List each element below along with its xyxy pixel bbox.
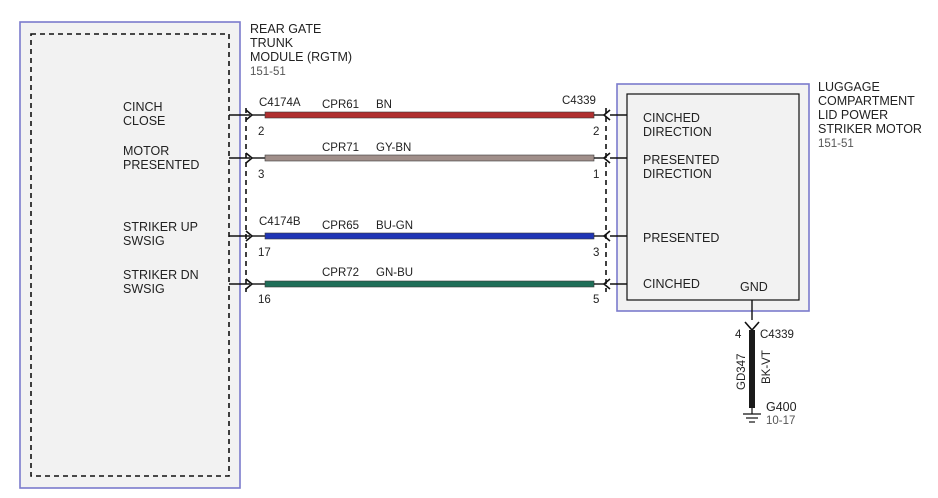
wire-0-right-pin: 2: [593, 126, 599, 138]
rgtm-pin-label-motor-presented: MOTOR PRESENTED: [123, 144, 199, 172]
striker-pin-label-cinched-direction: CINCHED DIRECTION: [643, 111, 712, 139]
wire-3-left-pin: 16: [258, 294, 271, 306]
connector-label-c4174b: C4174B: [259, 216, 301, 228]
wire-0-circuit: CPR61: [322, 99, 359, 111]
wire-2: [264, 232, 595, 240]
wire-3: [264, 280, 595, 288]
rgtm-pin-label-cinch-close: CINCH CLOSE: [123, 100, 166, 128]
rgtm-module-name: REAR GATE TRUNK MODULE (RGTM): [250, 22, 352, 64]
rgtm-pin-label-striker-dn: STRIKER DN SWSIG: [123, 268, 202, 296]
rgtm-module-dashed-outline: [30, 33, 230, 477]
ground-wire: [749, 330, 755, 408]
striker-pin-label-presented-direction: PRESENTED DIRECTION: [643, 153, 723, 181]
rgtm-module[interactable]: [19, 21, 241, 489]
wire-2-color-code: BU-GN: [376, 220, 413, 232]
striker-motor-module-inner: [626, 93, 800, 301]
ground-pin-number: 4: [735, 329, 742, 341]
ground-connector-arrow: [744, 321, 760, 332]
wire-1-right-connector: [602, 152, 611, 164]
wire-2-circuit: CPR65: [322, 220, 359, 232]
wire-2-left-pin: 17: [258, 247, 271, 259]
wire-1-circuit: CPR71: [322, 142, 359, 154]
rgtm-module-body: [19, 21, 241, 489]
striker-pin-label-cinched: CINCHED: [643, 277, 700, 291]
striker-motor-module[interactable]: [616, 83, 810, 312]
rgtm-module-ref: 151-51: [250, 66, 286, 78]
connector-label-c4174a: C4174A: [259, 97, 301, 109]
wire-2-right-pin: 3: [593, 247, 599, 259]
striker-pin-label-presented: PRESENTED: [643, 231, 719, 245]
wire-3-right-connector: [602, 278, 611, 290]
wire-1-color-code: GY-BN: [376, 142, 411, 154]
striker-motor-module-name: LUGGAGE COMPARTMENT LID POWER STRIKER MO…: [818, 80, 922, 136]
striker-gnd-label: GND: [740, 280, 768, 294]
ground-circuit-label: GD347: [736, 354, 748, 390]
wire-1-right-pin: 1: [593, 169, 599, 181]
wire-0-left-pin: 2: [258, 126, 264, 138]
wire-3-color-code: GN-BU: [376, 267, 413, 279]
striker-motor-module-ref: 151-51: [818, 138, 854, 150]
ground-color-code: BK-VT: [761, 350, 773, 384]
wire-3-right-pin: 5: [593, 294, 599, 306]
wire-3-circuit: CPR72: [322, 267, 359, 279]
wire-group: [229, 109, 627, 290]
wire-1: [264, 154, 595, 162]
wire-1-left-pin: 3: [258, 169, 264, 181]
wire-0: [264, 111, 595, 119]
ground-connector-label: C4339: [760, 329, 794, 341]
connector-label-c4339: C4339: [562, 95, 596, 107]
wire-2-right-connector: [602, 230, 611, 242]
wire-0-right-connector: [602, 109, 611, 121]
ground-ref-label: 10-17: [766, 415, 795, 427]
ground-point-label: G400: [766, 400, 797, 414]
rgtm-pin-label-striker-up: STRIKER UP SWSIG: [123, 220, 201, 248]
wire-0-color-code: BN: [376, 99, 392, 111]
ground-symbol-icon: [743, 413, 761, 423]
